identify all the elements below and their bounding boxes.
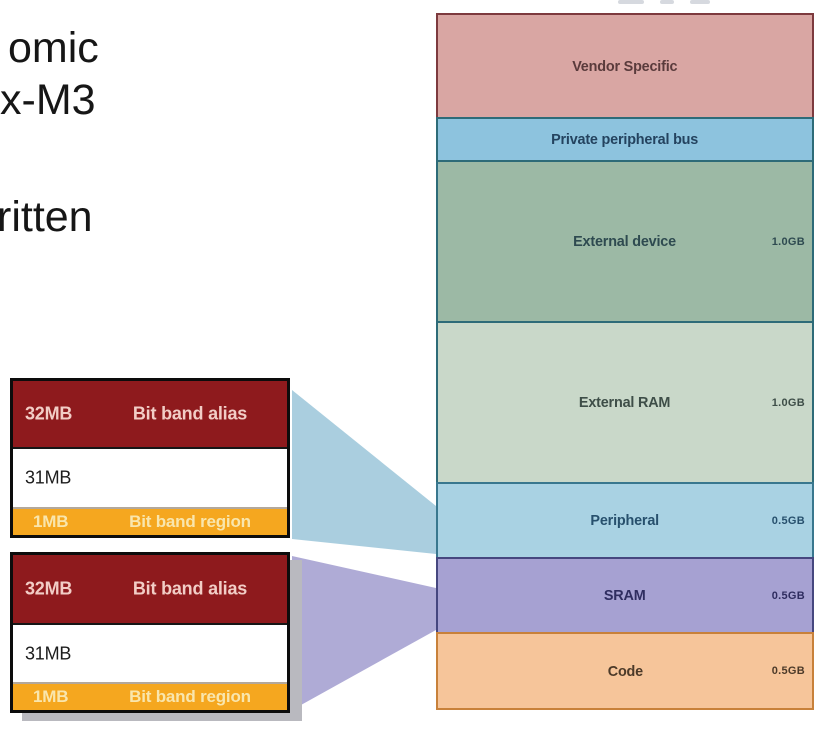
bitband-region-size: 1MB: [33, 512, 69, 531]
memory-map: Vendor Specific Private peripheral bus E…: [436, 13, 814, 710]
region-code: Code 0.5GB: [436, 632, 814, 710]
region-private-peripheral-bus: Private peripheral bus: [436, 117, 814, 162]
region-external-device: External device 1.0GB: [436, 160, 814, 323]
bitband-middle-size: 31MB: [25, 467, 72, 488]
bitband-region-row: 1MB Bit band region: [13, 682, 287, 710]
region-size: 1.0GB: [771, 396, 805, 409]
bitband-region-size: 1MB: [33, 687, 69, 706]
bitband-region-label: Bit band region: [129, 512, 251, 531]
region-size: 0.5GB: [771, 665, 805, 677]
bitband-region-label: Bit band region: [129, 687, 251, 706]
bitband-diagram-peripheral: 32MB Bit band alias 31MB 1MB Bit band re…: [10, 378, 290, 538]
region-size: 1.0GB: [771, 235, 805, 248]
bitband-alias-size: 32MB: [25, 578, 73, 599]
bitband-alias-size: 32MB: [25, 403, 73, 424]
region-vendor-specific: Vendor Specific: [436, 13, 814, 119]
bitband-middle-row: 31MB: [13, 623, 287, 682]
region-label: Vendor Specific: [572, 57, 678, 75]
region-label: Private peripheral bus: [551, 131, 699, 148]
region-label: External RAM: [579, 394, 671, 411]
left-text-fragment-2: x-M3: [0, 76, 96, 124]
connector-wedge-sram: [292, 556, 436, 710]
cropped-text-remnant: [618, 0, 710, 4]
region-size: 0.5GB: [771, 589, 805, 602]
left-text-fragment-1: omic: [8, 24, 99, 72]
region-label: SRAM: [604, 587, 646, 604]
bitband-alias-row: 32MB Bit band alias: [13, 381, 287, 447]
region-size: 0.5GB: [771, 514, 805, 527]
region-external-ram: External RAM 1.0GB: [436, 321, 814, 484]
bitband-alias-label: Bit band alias: [132, 403, 248, 424]
region-label: External device: [573, 233, 677, 250]
bitband-alias-label: Bit band alias: [132, 578, 248, 599]
bitband-alias-row: 32MB Bit band alias: [13, 555, 287, 623]
left-text-fragment-3: ritten: [0, 193, 93, 241]
region-label: Code: [607, 662, 643, 680]
bitband-middle-size: 31MB: [25, 643, 72, 663]
region-peripheral: Peripheral 0.5GB: [436, 482, 814, 559]
connector-wedge-peripheral: [292, 390, 436, 554]
bitband-diagram-sram: 32MB Bit band alias 31MB 1MB Bit band re…: [10, 552, 290, 713]
region-label: Peripheral: [590, 512, 660, 529]
bitband-region-row: 1MB Bit band region: [13, 507, 287, 535]
region-sram: SRAM 0.5GB: [436, 557, 814, 634]
bitband-middle-row: 31MB: [13, 447, 287, 507]
